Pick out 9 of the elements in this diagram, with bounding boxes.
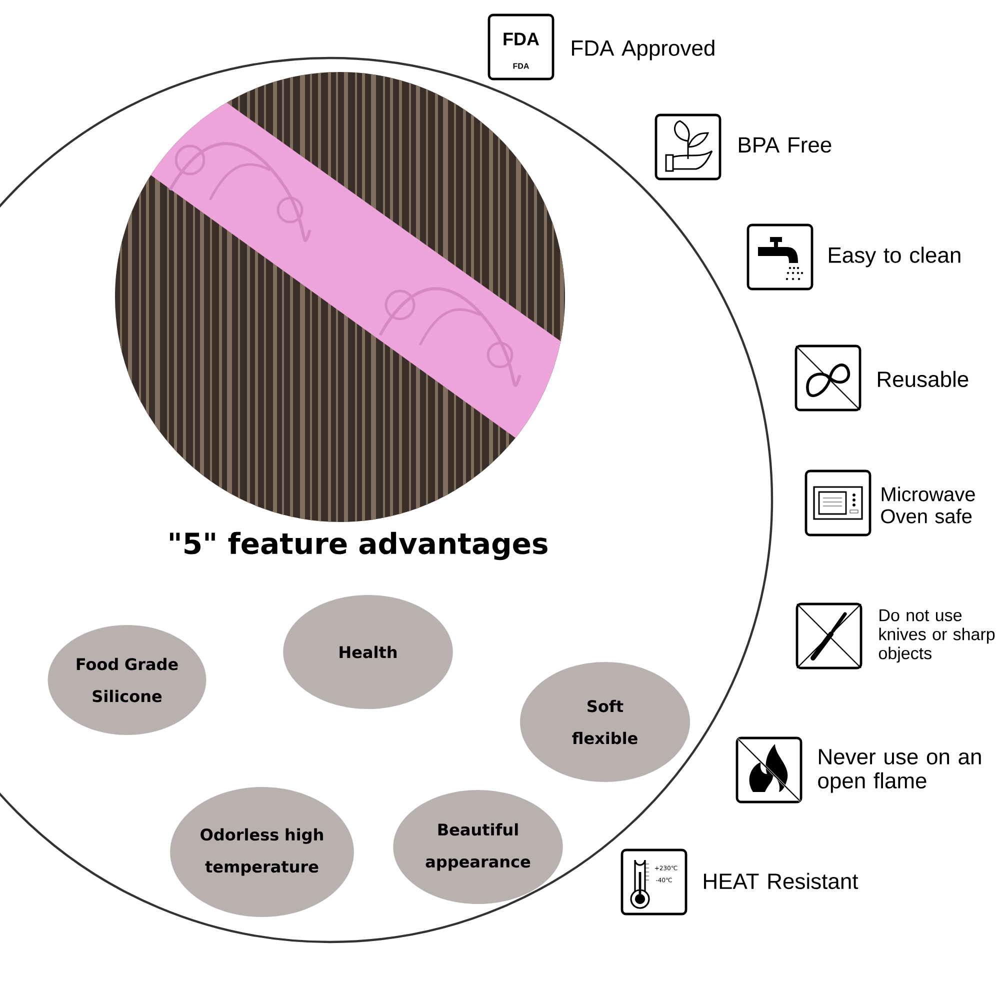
feature-label: Easy to clean: [829, 246, 960, 268]
feature-label: HEAT Resistant: [704, 872, 858, 890]
feature-label: FDA Approved: [572, 40, 714, 60]
feature-label: BPA Free: [739, 137, 832, 153]
feature-label: Reusable: [878, 370, 968, 388]
feature-label: Never use on an open flame: [818, 749, 981, 793]
heading: "5" feature advantages: [170, 532, 548, 560]
feature-label: Microwave Oven safe: [881, 486, 975, 524]
feature-label: Do not use knives or sharp objects: [878, 609, 995, 663]
